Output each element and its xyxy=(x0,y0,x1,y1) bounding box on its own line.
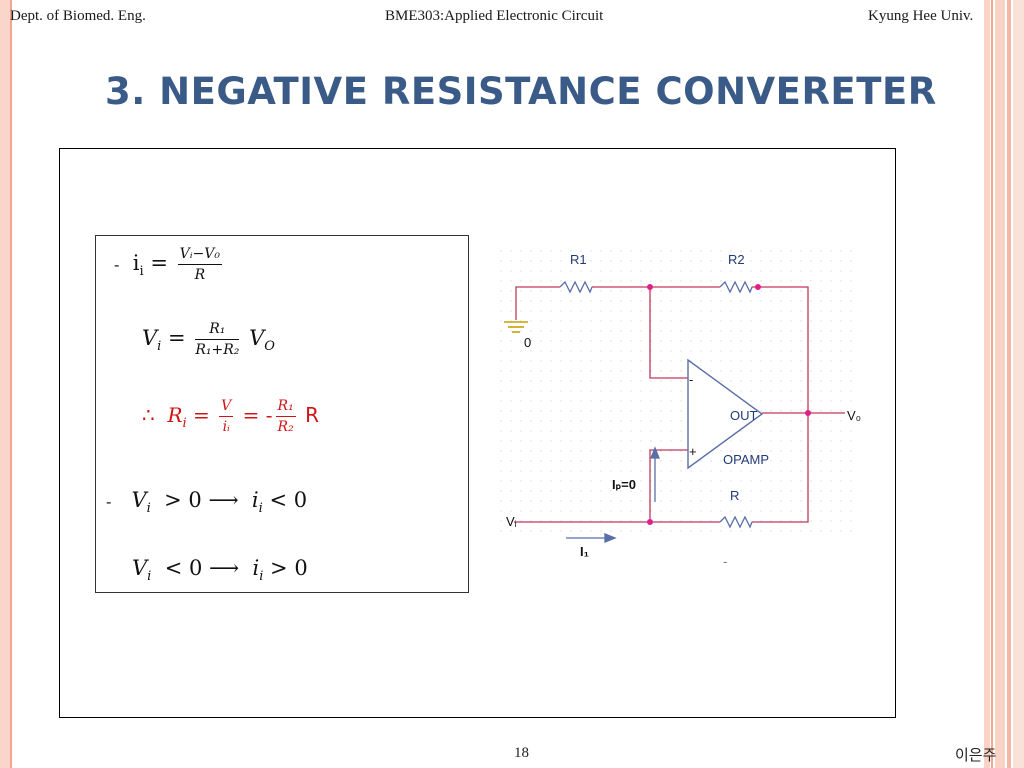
equals-sign: = xyxy=(150,251,168,275)
i1-current-label: I₁ xyxy=(580,544,589,559)
fraction-denominator: R₁+R₂ xyxy=(195,342,240,358)
resistor-r-label: R xyxy=(730,488,739,503)
junction-dots xyxy=(647,284,811,525)
condition-result: < 0 xyxy=(262,488,308,512)
circuit-dash-mark: - xyxy=(723,554,727,569)
equals-sign: = xyxy=(193,403,210,427)
ground-symbol xyxy=(504,321,528,333)
resistor-r-symbol xyxy=(719,515,753,529)
i1-arrow xyxy=(566,533,617,543)
fraction-denominator: R₂ xyxy=(277,419,294,435)
header-course: BME303:Applied Electronic Circuit xyxy=(385,8,604,24)
output-voltage-symbol: V xyxy=(249,326,265,350)
junction-dot xyxy=(647,519,653,525)
voltage-subscript: i xyxy=(146,501,151,517)
current-symbol: i xyxy=(251,488,259,512)
condition-result: > 0 xyxy=(263,556,308,580)
ground-label: 0 xyxy=(524,335,531,350)
fraction-numerator: V xyxy=(219,398,234,417)
opamp-out-label: OUT xyxy=(730,408,758,423)
resistor-r2-symbol xyxy=(719,280,753,294)
bullet-dash: - xyxy=(114,255,120,274)
current-symbol: i xyxy=(252,556,260,580)
therefore-symbol: ∴ xyxy=(142,403,155,427)
equals-sign: = xyxy=(242,403,260,427)
decorative-stripe xyxy=(995,0,1005,768)
opamp-noninverting-label: + xyxy=(689,444,697,459)
fraction-denominator: iᵢ xyxy=(222,419,230,435)
current-symbol: i xyxy=(132,251,140,275)
formula-box: - ii = Vᵢ−V₀ R Vi = R₁ R₁+R₂ VO ∴ Ri = V… xyxy=(95,235,469,593)
fraction-denominator: R xyxy=(194,267,206,283)
bullet-dash: - xyxy=(106,492,112,511)
current-subscript: i xyxy=(259,569,264,585)
header-university: Kyung Hee Univ. xyxy=(868,8,974,24)
current-subscript: i xyxy=(139,264,144,280)
fraction: V iᵢ xyxy=(219,398,234,435)
fraction-numerator: Vᵢ−V₀ xyxy=(177,246,223,265)
header-department: Dept. of Biomed. Eng. xyxy=(10,8,146,24)
resistance-subscript: i xyxy=(182,416,187,431)
fraction-numerator: R₁ xyxy=(195,321,240,340)
fraction: R₁ R₂ xyxy=(275,398,296,435)
author-name: 이은주 xyxy=(955,746,997,764)
current-subscript: i xyxy=(258,501,263,517)
voltage-symbol: V xyxy=(131,488,147,512)
decorative-stripe xyxy=(0,0,10,768)
ip-current-label: Iₚ=0 xyxy=(612,477,636,492)
formula-voltage-divider: Vi = R₁ R₁+R₂ VO xyxy=(142,321,275,358)
minus-sign: - xyxy=(265,403,273,427)
slide-title: 3. NEGATIVE RESISTANCE CONVERETER xyxy=(105,70,937,113)
circuit-wires xyxy=(514,286,845,523)
junction-dot xyxy=(647,284,653,290)
voltage-symbol: V xyxy=(142,326,158,350)
decorative-stripe xyxy=(991,0,993,768)
page-number: 18 xyxy=(514,745,529,761)
junction-dot xyxy=(755,284,761,290)
decorative-stripe xyxy=(1013,0,1024,768)
circuit-diagram: R1 R2 R 0 - + OUT OPAMP V₀ Vᵢ Iₚ=0 I₁ - xyxy=(500,245,861,569)
decorative-stripe xyxy=(984,0,990,768)
decorative-stripe xyxy=(10,0,12,768)
formula-negative-resistance: ∴ Ri = V iᵢ = - R₁ R₂ R xyxy=(142,398,319,435)
decorative-stripe xyxy=(1007,0,1011,768)
formula-current: - ii = Vᵢ−V₀ R xyxy=(114,246,225,283)
resistor-r1-label: R1 xyxy=(570,252,587,267)
fraction-numerator: R₁ xyxy=(275,398,296,417)
resistor-r1-symbol xyxy=(559,280,593,294)
condition-positive: - Vi > 0 ⟶ ii < 0 xyxy=(106,488,307,516)
fraction: R₁ R₁+R₂ xyxy=(195,321,240,358)
voltage-symbol: V xyxy=(132,556,148,580)
resistance-R: R xyxy=(305,403,319,427)
resistance-symbol: R xyxy=(167,403,183,427)
fraction: Vᵢ−V₀ R xyxy=(177,246,223,283)
output-voltage-label: V₀ xyxy=(847,408,861,423)
input-voltage-label: Vᵢ xyxy=(506,514,517,529)
resistor-r2-label: R2 xyxy=(728,252,745,267)
condition-relation: < 0 ⟶ xyxy=(158,556,246,580)
voltage-subscript: i xyxy=(147,569,152,585)
opamp-symbol xyxy=(687,358,764,470)
junction-dot xyxy=(805,410,811,416)
condition-relation: > 0 ⟶ xyxy=(157,488,246,512)
grid-background xyxy=(500,245,855,540)
equals-sign: = xyxy=(168,326,186,350)
ip-arrow xyxy=(650,446,660,502)
condition-negative: Vi < 0 ⟶ ii > 0 xyxy=(132,556,308,584)
output-voltage-subscript: O xyxy=(264,339,275,355)
opamp-inverting-label: - xyxy=(689,372,693,387)
opamp-name-label: OPAMP xyxy=(723,452,769,467)
voltage-subscript: i xyxy=(157,339,162,355)
